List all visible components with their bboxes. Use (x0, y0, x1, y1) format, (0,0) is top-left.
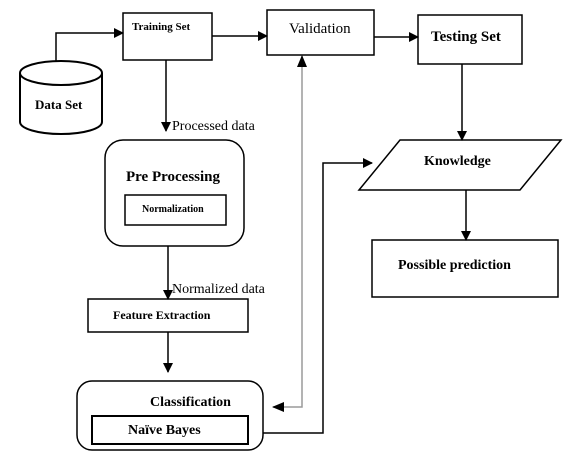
normalized-data-label: Normalized data (172, 282, 265, 297)
pre-processing-box (104, 139, 245, 247)
testing-set-label: Testing Set (431, 29, 501, 45)
pre-processing-label: Pre Processing (126, 169, 221, 185)
validation-label: Validation (289, 21, 351, 37)
feature-extraction-box (87, 298, 249, 333)
naive-bayes-box (91, 415, 249, 445)
arrow-dataset-to-training (55, 28, 124, 61)
knowledge-label: Knowledge (424, 154, 491, 169)
possible-prediction-label: Possible prediction (398, 258, 511, 273)
validation-box (266, 9, 375, 56)
possible-prediction-box (371, 239, 559, 298)
processed-data-label: Processed data (172, 119, 255, 134)
knowledge-parallelogram (357, 139, 563, 191)
naive-bayes-label: Naïve Bayes (128, 423, 201, 438)
training-set-label: Training Set (132, 21, 191, 33)
data-set-label: Data Set (35, 97, 83, 112)
data-set-cylinder (19, 60, 103, 135)
normalization-box (124, 194, 227, 226)
arrowhead-to-validation (297, 55, 307, 67)
classification-label: Classification (150, 395, 231, 410)
validation-classification-link (273, 56, 303, 408)
training-set-box (122, 12, 213, 61)
feature-extraction-label: Feature Extraction (113, 308, 211, 322)
normalization-label: Normalization (142, 204, 204, 215)
arrow-classification-to-knowledge (263, 158, 373, 434)
arrowhead-to-classification (272, 402, 284, 412)
